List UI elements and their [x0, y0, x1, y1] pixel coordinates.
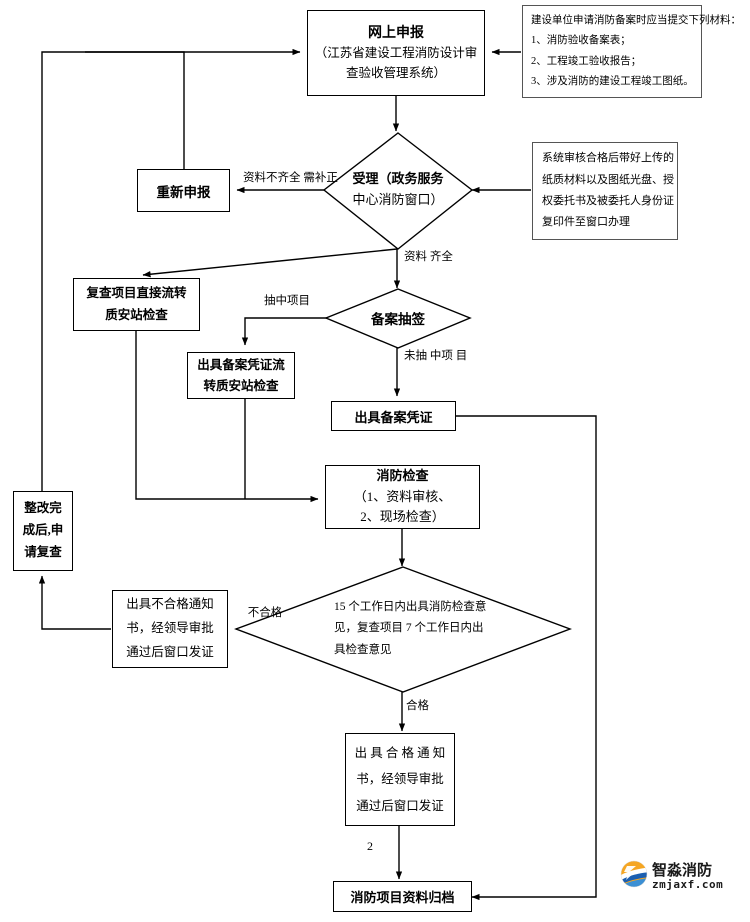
node-issue-cert-transfer-line-1: 出具备案凭证流 [197, 357, 285, 372]
node-reapply-label: 重新申报 [156, 184, 211, 200]
edge-label-complete-line-2: 齐全 [429, 251, 453, 263]
node-recheck-direct[interactable]: 复查项目直接流转 质安站检查 [73, 278, 200, 331]
edge-lottery-selected [241, 317, 331, 346]
node-recheck-direct-line-1: 复查项目直接流转 [86, 286, 187, 301]
edge-recheck-to-inspection [135, 331, 319, 503]
edge-accept-to-recheck [142, 248, 398, 278]
edge-label-pass-text: 合格 [406, 700, 429, 712]
note-window-line-2: 纸质材料以及图纸光盘、授 [542, 173, 674, 186]
node-pass-notice-line-1: 出 具 合 格 通 知 [354, 746, 446, 761]
node-fire-inspection[interactable]: 消防检查 （1、资料审核、 2、现场检查） [325, 465, 480, 529]
note-materials-line-3: 2、工程竣工验收报告； [531, 55, 642, 67]
logo-swoosh-icon [620, 860, 648, 893]
edge-label-fail-text: 不合格 [247, 607, 283, 619]
edge-label-fail: 不合格 [241, 607, 289, 620]
edge-label-complete: 资料 齐全 [404, 249, 453, 267]
edge-label-not-complete-line-1: 资料不齐全 [243, 172, 301, 184]
node-rectify-apply-line-1: 整改完 [24, 501, 62, 516]
shape-lottery-diamond [324, 288, 472, 349]
watermark-logo: 智淼消防 zmjaxf.com [620, 860, 723, 893]
node-fail-notice[interactable]: 出具不合格通知 书，经领导审批 通过后窗口发证 [112, 590, 228, 668]
node-rectify-apply-line-3: 请复查 [24, 544, 62, 559]
note-materials-line-4: 3、涉及消防的建设工程竣工图纸。 [531, 75, 694, 87]
node-reapply[interactable]: 重新申报 [137, 169, 230, 212]
edge-label-not-selected-line-1: 未抽 [404, 350, 427, 362]
edge-label-selected: 抽中项目 [252, 295, 322, 308]
note-materials-line-1: 建设单位申请消防备案时应当提交下列材料： [531, 14, 741, 26]
node-recheck-direct-line-2: 质安站检查 [105, 307, 168, 322]
node-online-apply[interactable]: 网上申报 （江苏省建设工程消防设计审 查验收管理系统） [307, 10, 485, 96]
node-fire-inspection-line-2: （1、资料审核、 [353, 488, 452, 504]
node-archive[interactable]: 消防项目资料归档 [333, 881, 472, 912]
node-archive-label: 消防项目资料归档 [350, 890, 455, 905]
edge-label-not-complete: 资料不齐全 需补正 [243, 168, 338, 189]
node-fail-notice-line-1: 出具不合格通知 [126, 597, 214, 612]
edge-label-marker-2: 2 [362, 839, 378, 854]
node-online-apply-line-3: 查验收管理系统） [345, 65, 446, 80]
node-rectify-apply-line-2: 成后,申 [22, 523, 64, 538]
logo-brand-name: 智淼消防 [652, 860, 713, 879]
logo-url: zmjaxf.com [652, 877, 724, 891]
node-rectify-apply[interactable]: 整改完 成后,申 请复查 [13, 491, 73, 571]
edge-rectify-to-leftrail [41, 51, 85, 491]
node-fire-inspection-line-1: 消防检查 [376, 467, 429, 483]
edge-label-selected-text: 抽中项目 [264, 295, 310, 307]
note-window-line-1: 系统审核合格后带好上传的 [542, 152, 674, 165]
edge-fail-to-rectify [38, 575, 111, 630]
edge-reapply-up [85, 51, 185, 169]
edge-label-not-selected-line-2: 中项 [429, 350, 453, 362]
node-issue-cert-transfer-line-2: 转质安站检查 [203, 378, 279, 393]
edge-label-not-selected-line-3: 目 [455, 350, 468, 362]
edge-label-pass: 合格 [406, 700, 440, 713]
edge-label-not-complete-line-2: 需补正 [303, 172, 338, 184]
node-issue-cert-transfer[interactable]: 出具备案凭证流 转质安站检查 [187, 352, 295, 399]
logo-text-block: 智淼消防 zmjaxf.com [652, 860, 724, 891]
node-pass-notice-line-2: 书，经领导审批 [356, 772, 444, 787]
node-online-apply-line-1: 网上申报 [368, 25, 424, 41]
node-pass-notice-line-3: 通过后窗口发证 [356, 798, 444, 813]
node-fire-inspection-line-3: 2、现场检查） [360, 509, 445, 525]
edge-label-not-selected: 未抽 中项 目 [404, 348, 467, 365]
node-pass-notice[interactable]: 出 具 合 格 通 知 书，经领导审批 通过后窗口发证 [345, 733, 455, 826]
edge-label-marker-2-text: 2 [367, 839, 373, 853]
edge-label-complete-line-1: 资料 [404, 251, 427, 263]
shape-accept-diamond [322, 132, 474, 250]
node-issue-cert[interactable]: 出具备案凭证 [331, 401, 456, 431]
note-materials: 建设单位申请消防备案时应当提交下列材料： 1、消防验收备案表； 2、工程竣工验收… [522, 5, 741, 98]
shape-timing-diamond [234, 566, 572, 693]
note-window-line-4: 复印件至窗口办理 [542, 216, 630, 229]
note-window-procedure: 系统审核合格后带好上传的 纸质材料以及图纸光盘、授 权委托书及被委托人身份证 复… [532, 142, 678, 240]
node-issue-cert-label: 出具备案凭证 [354, 409, 433, 425]
node-fail-notice-line-2: 书，经领导审批 [126, 621, 214, 636]
note-window-line-3: 权委托书及被委托人身份证 [542, 195, 674, 207]
node-fail-notice-line-3: 通过后窗口发证 [126, 644, 214, 659]
edge-cert-to-archive [456, 415, 597, 901]
node-online-apply-line-2: （江苏省建设工程消防设计审 [314, 46, 478, 61]
note-materials-line-2: 1、消防验收备案表； [531, 35, 631, 47]
